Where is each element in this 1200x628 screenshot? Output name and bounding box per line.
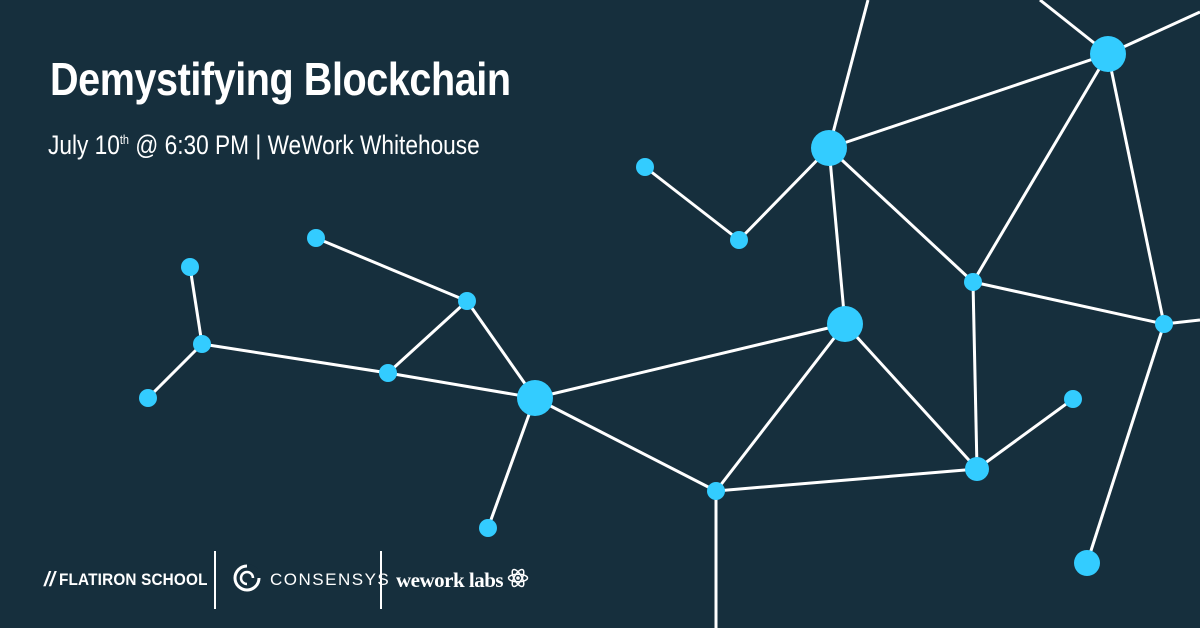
event-date: July 10 [48,130,120,160]
consensys-logo: CONSENSYS [232,551,390,609]
event-details: July 10th @ 6:30 PM | WeWork Whitehouse [48,130,480,161]
event-title: Demystifying Blockchain [50,53,511,105]
consensys-logo-icon [232,563,262,598]
flatiron-slashes-mark: // [44,568,56,591]
flatiron-school-logo: // FLATIRON SCHOOL [44,551,224,609]
consensys-name: CONSENSYS [270,570,391,589]
network-edges [146,0,1200,628]
logo-divider [380,551,382,609]
logo-divider [214,551,216,609]
event-time-location: @ 6:30 PM | WeWork Whitehouse [128,130,480,160]
atom-icon [507,567,529,594]
wework-labs-name: wework labs [396,567,504,592]
network-nodes [139,36,1173,576]
flatiron-school-name: FLATIRON SCHOOL [59,570,208,589]
wework-labs-logo: wework labs [396,551,529,609]
date-ordinal: th [119,132,129,147]
sponsor-logos: // FLATIRON SCHOOL CONSENSYS wework labs [44,551,604,609]
